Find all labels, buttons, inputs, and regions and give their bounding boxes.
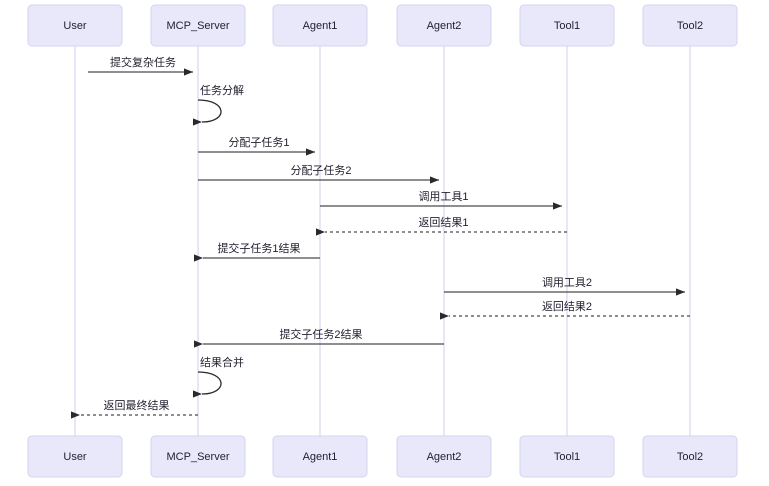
message-9-call[interactable]: 提交子任务2结果	[194, 327, 444, 348]
message-label: 调用工具1	[418, 190, 468, 203]
participant-top-tool1[interactable]: Tool1	[519, 4, 615, 47]
message-label: 返回最终结果	[104, 398, 170, 412]
participant-box	[27, 4, 123, 47]
participant-box	[519, 4, 615, 47]
participant-top-agent1[interactable]: Agent1	[272, 4, 368, 47]
message-label: 返回结果2	[542, 300, 592, 313]
participant-box	[272, 435, 368, 478]
participant-box	[150, 4, 246, 47]
message-5-return[interactable]: 返回结果1	[316, 216, 567, 236]
message-label: 提交复杂任务	[110, 55, 176, 69]
participant-label-agent1: Agent1	[303, 451, 338, 463]
participant-bottom-tool1[interactable]: Tool1	[519, 435, 615, 478]
participant-label-mcp_server: MCP_Server	[167, 451, 230, 463]
participant-box	[519, 435, 615, 478]
participant-box	[396, 4, 492, 47]
message-11-return[interactable]: 返回最终结果	[71, 398, 198, 419]
participant-label-tool2: Tool2	[677, 20, 703, 32]
message-label: 提交子任务2结果	[279, 327, 362, 341]
participant-box	[150, 435, 246, 478]
message-label: 结果合并	[200, 355, 244, 369]
message-label: 返回结果1	[418, 216, 468, 229]
participant-box	[642, 4, 738, 47]
message-0-call[interactable]: 提交复杂任务	[88, 55, 193, 76]
participant-label-agent1: Agent1	[303, 20, 338, 32]
message-8-return[interactable]: 返回结果2	[440, 300, 690, 320]
message-2-call[interactable]: 分配子任务1	[198, 136, 315, 156]
participant-box	[27, 435, 123, 478]
participant-label-tool1: Tool1	[554, 20, 580, 32]
message-label: 提交子任务1结果	[217, 241, 300, 255]
participant-top-agent2[interactable]: Agent2	[396, 4, 492, 47]
participant-label-tool2: Tool2	[677, 451, 703, 463]
participant-bottom-tool2[interactable]: Tool2	[642, 435, 738, 478]
lifelines-group	[74, 46, 691, 436]
message-label: 分配子任务2	[290, 164, 351, 177]
participant-top-user[interactable]: User	[27, 4, 123, 47]
message-6-call[interactable]: 提交子任务1结果	[194, 241, 320, 262]
message-label: 调用工具2	[542, 276, 592, 289]
participant-label-user: User	[63, 451, 87, 463]
participant-label-mcp_server: MCP_Server	[167, 20, 230, 32]
participant-box	[272, 4, 368, 47]
participant-bottom-agent1[interactable]: Agent1	[272, 435, 368, 478]
participant-label-agent2: Agent2	[427, 451, 462, 463]
message-label: 分配子任务1	[228, 136, 289, 149]
participant-box	[396, 435, 492, 478]
message-3-call[interactable]: 分配子任务2	[198, 164, 439, 184]
participant-bottom-agent2[interactable]: Agent2	[396, 435, 492, 478]
message-self-loop	[192, 371, 222, 398]
message-self-loop	[192, 99, 222, 126]
message-1-self[interactable]: 任务分解	[192, 83, 244, 126]
message-label: 任务分解	[200, 83, 244, 97]
participant-top-mcp_server[interactable]: MCP_Server	[150, 4, 246, 47]
message-4-call[interactable]: 调用工具1	[320, 190, 562, 210]
participant-box	[642, 435, 738, 478]
participants-bottom-group: User MCP_Server Agent1 Agent2 Tool1 Tool2	[27, 435, 738, 478]
participant-top-tool2[interactable]: Tool2	[642, 4, 738, 47]
participant-bottom-user[interactable]: User	[27, 435, 123, 478]
participant-bottom-mcp_server[interactable]: MCP_Server	[150, 435, 246, 478]
participant-label-agent2: Agent2	[427, 20, 462, 32]
participant-label-tool1: Tool1	[554, 451, 580, 463]
participants-top-group: User MCP_Server Agent1 Agent2 Tool1 Tool2	[27, 4, 738, 47]
participant-label-user: User	[63, 20, 87, 32]
message-7-call[interactable]: 调用工具2	[444, 276, 685, 296]
message-10-self[interactable]: 结果合并	[192, 355, 244, 398]
